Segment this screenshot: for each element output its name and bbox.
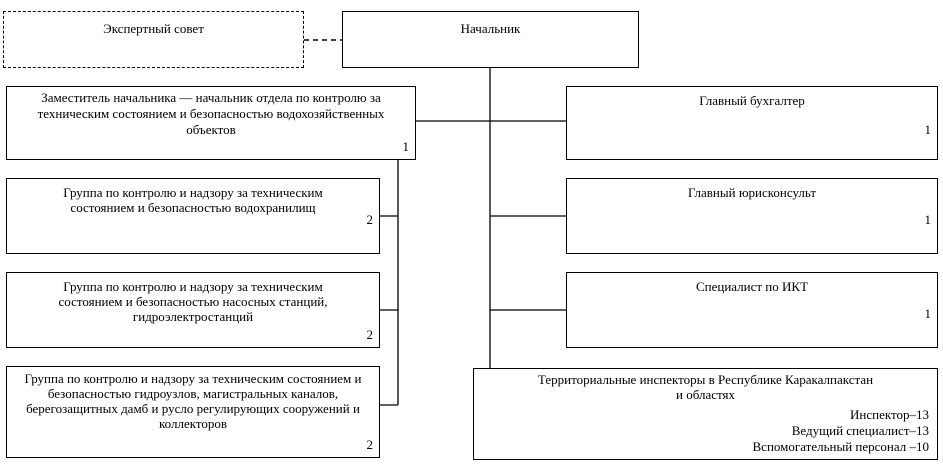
territorial-staff-list: Инспектор–13 Ведущий специалист–13 Вспом… xyxy=(753,407,929,455)
ict-specialist-label: Специалист по ИКТ xyxy=(695,279,809,294)
ict-specialist-count: 1 xyxy=(924,306,932,321)
expert-council-box: Экспертный совет xyxy=(3,11,304,68)
territorial-label-line1: Территориальные инспекторы в Республике … xyxy=(537,372,874,387)
chief-accountant-count: 1 xyxy=(924,122,932,137)
group-reservoirs-box: Группа по контролю и надзору за техничес… xyxy=(6,178,380,254)
deputy-count: 1 xyxy=(402,139,410,154)
group-hydro-label: Группа по контролю и надзору за техничес… xyxy=(24,371,362,431)
group-reservoirs-count: 2 xyxy=(366,212,374,227)
deputy-box: Заместитель начальника — начальник отдел… xyxy=(6,86,416,160)
chief-lawyer-label: Главный юрисконсульт xyxy=(687,185,816,200)
ict-specialist-box: Специалист по ИКТ 1 xyxy=(566,272,938,348)
territorial-label: Территориальные инспекторы в Республике … xyxy=(480,372,931,402)
territorial-lead-specialist: Ведущий специалист–13 xyxy=(791,423,929,438)
head-box: Начальник xyxy=(342,11,639,68)
territorial-inspector: Инспектор–13 xyxy=(850,407,929,422)
group-pumping-count: 2 xyxy=(366,327,374,342)
group-pumping-label: Группа по контролю и надзору за техничес… xyxy=(58,279,328,324)
chief-accountant-box: Главный бухгалтер 1 xyxy=(566,86,938,160)
territorial-box: Территориальные инспекторы в Республике … xyxy=(473,368,938,460)
territorial-label-line2: и областях xyxy=(675,387,735,402)
group-pumping-box: Группа по контролю и надзору за техничес… xyxy=(6,272,380,348)
territorial-support-staff: Вспомогательный персонал –10 xyxy=(752,439,929,454)
chief-accountant-label: Главный бухгалтер xyxy=(699,93,805,108)
head-label: Начальник xyxy=(460,21,521,36)
group-hydro-count: 2 xyxy=(366,437,374,452)
deputy-label: Заместитель начальника — начальник отдел… xyxy=(37,90,385,137)
chief-lawyer-count: 1 xyxy=(924,212,932,227)
chief-lawyer-box: Главный юрисконсульт 1 xyxy=(566,178,938,254)
group-hydro-box: Группа по контролю и надзору за техничес… xyxy=(6,366,380,458)
expert-council-label: Экспертный совет xyxy=(103,21,204,36)
group-reservoirs-label: Группа по контролю и надзору за техничес… xyxy=(63,185,323,215)
